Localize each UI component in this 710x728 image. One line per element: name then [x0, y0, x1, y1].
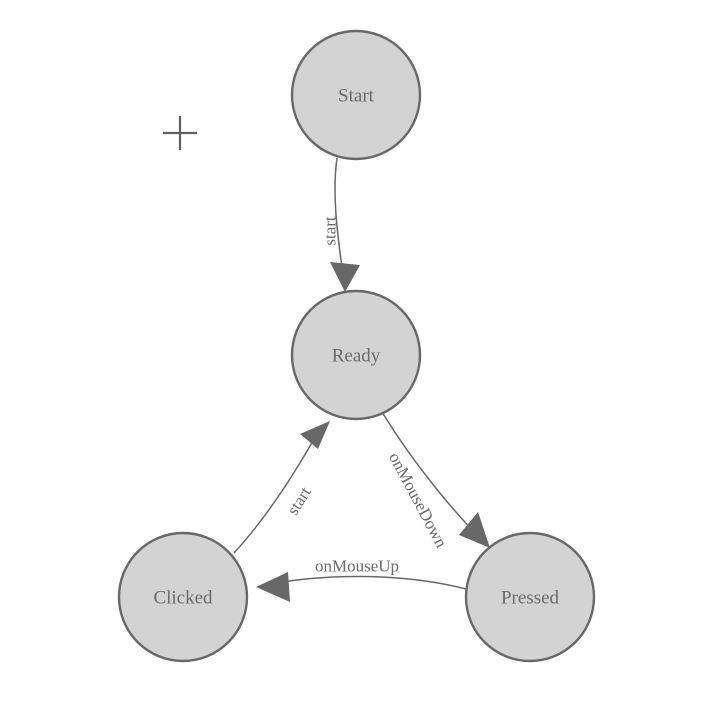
edge-ready-to-pressed-path[interactable]	[381, 411, 484, 542]
node-ready-circle[interactable]	[290, 289, 422, 421]
node-layer: Start Ready Clicked Pressed	[117, 29, 596, 663]
node-ready[interactable]: Ready	[290, 289, 422, 421]
node-pressed-circle[interactable]	[464, 531, 596, 663]
edge-label-clicked-to-ready: start	[283, 483, 315, 518]
edge-pressed-to-clicked-arrowhead	[256, 572, 290, 602]
edge-pressed-to-clicked-path[interactable]	[265, 575, 467, 590]
edge-label-pressed-to-clicked: onMouseUp	[315, 557, 399, 576]
edge-ready-to-pressed[interactable]: onMouseDown	[381, 411, 490, 551]
node-start[interactable]: Start	[290, 29, 422, 161]
edge-start-to-ready[interactable]: start	[321, 157, 361, 292]
edge-pressed-to-clicked[interactable]: onMouseUp	[256, 557, 467, 603]
node-clicked[interactable]: Clicked	[117, 531, 249, 663]
edge-start-to-ready-arrowhead	[330, 262, 360, 292]
node-start-circle[interactable]	[290, 29, 422, 161]
node-clicked-circle[interactable]	[117, 531, 249, 663]
edge-clicked-to-ready[interactable]: start	[233, 421, 330, 554]
edge-clicked-to-ready-path[interactable]	[233, 440, 314, 554]
edge-clicked-to-ready-arrowhead	[300, 421, 330, 449]
node-pressed[interactable]: Pressed	[464, 531, 596, 663]
crosshair-cursor-icon	[163, 116, 197, 150]
edge-ready-to-pressed-arrowhead	[459, 512, 490, 548]
